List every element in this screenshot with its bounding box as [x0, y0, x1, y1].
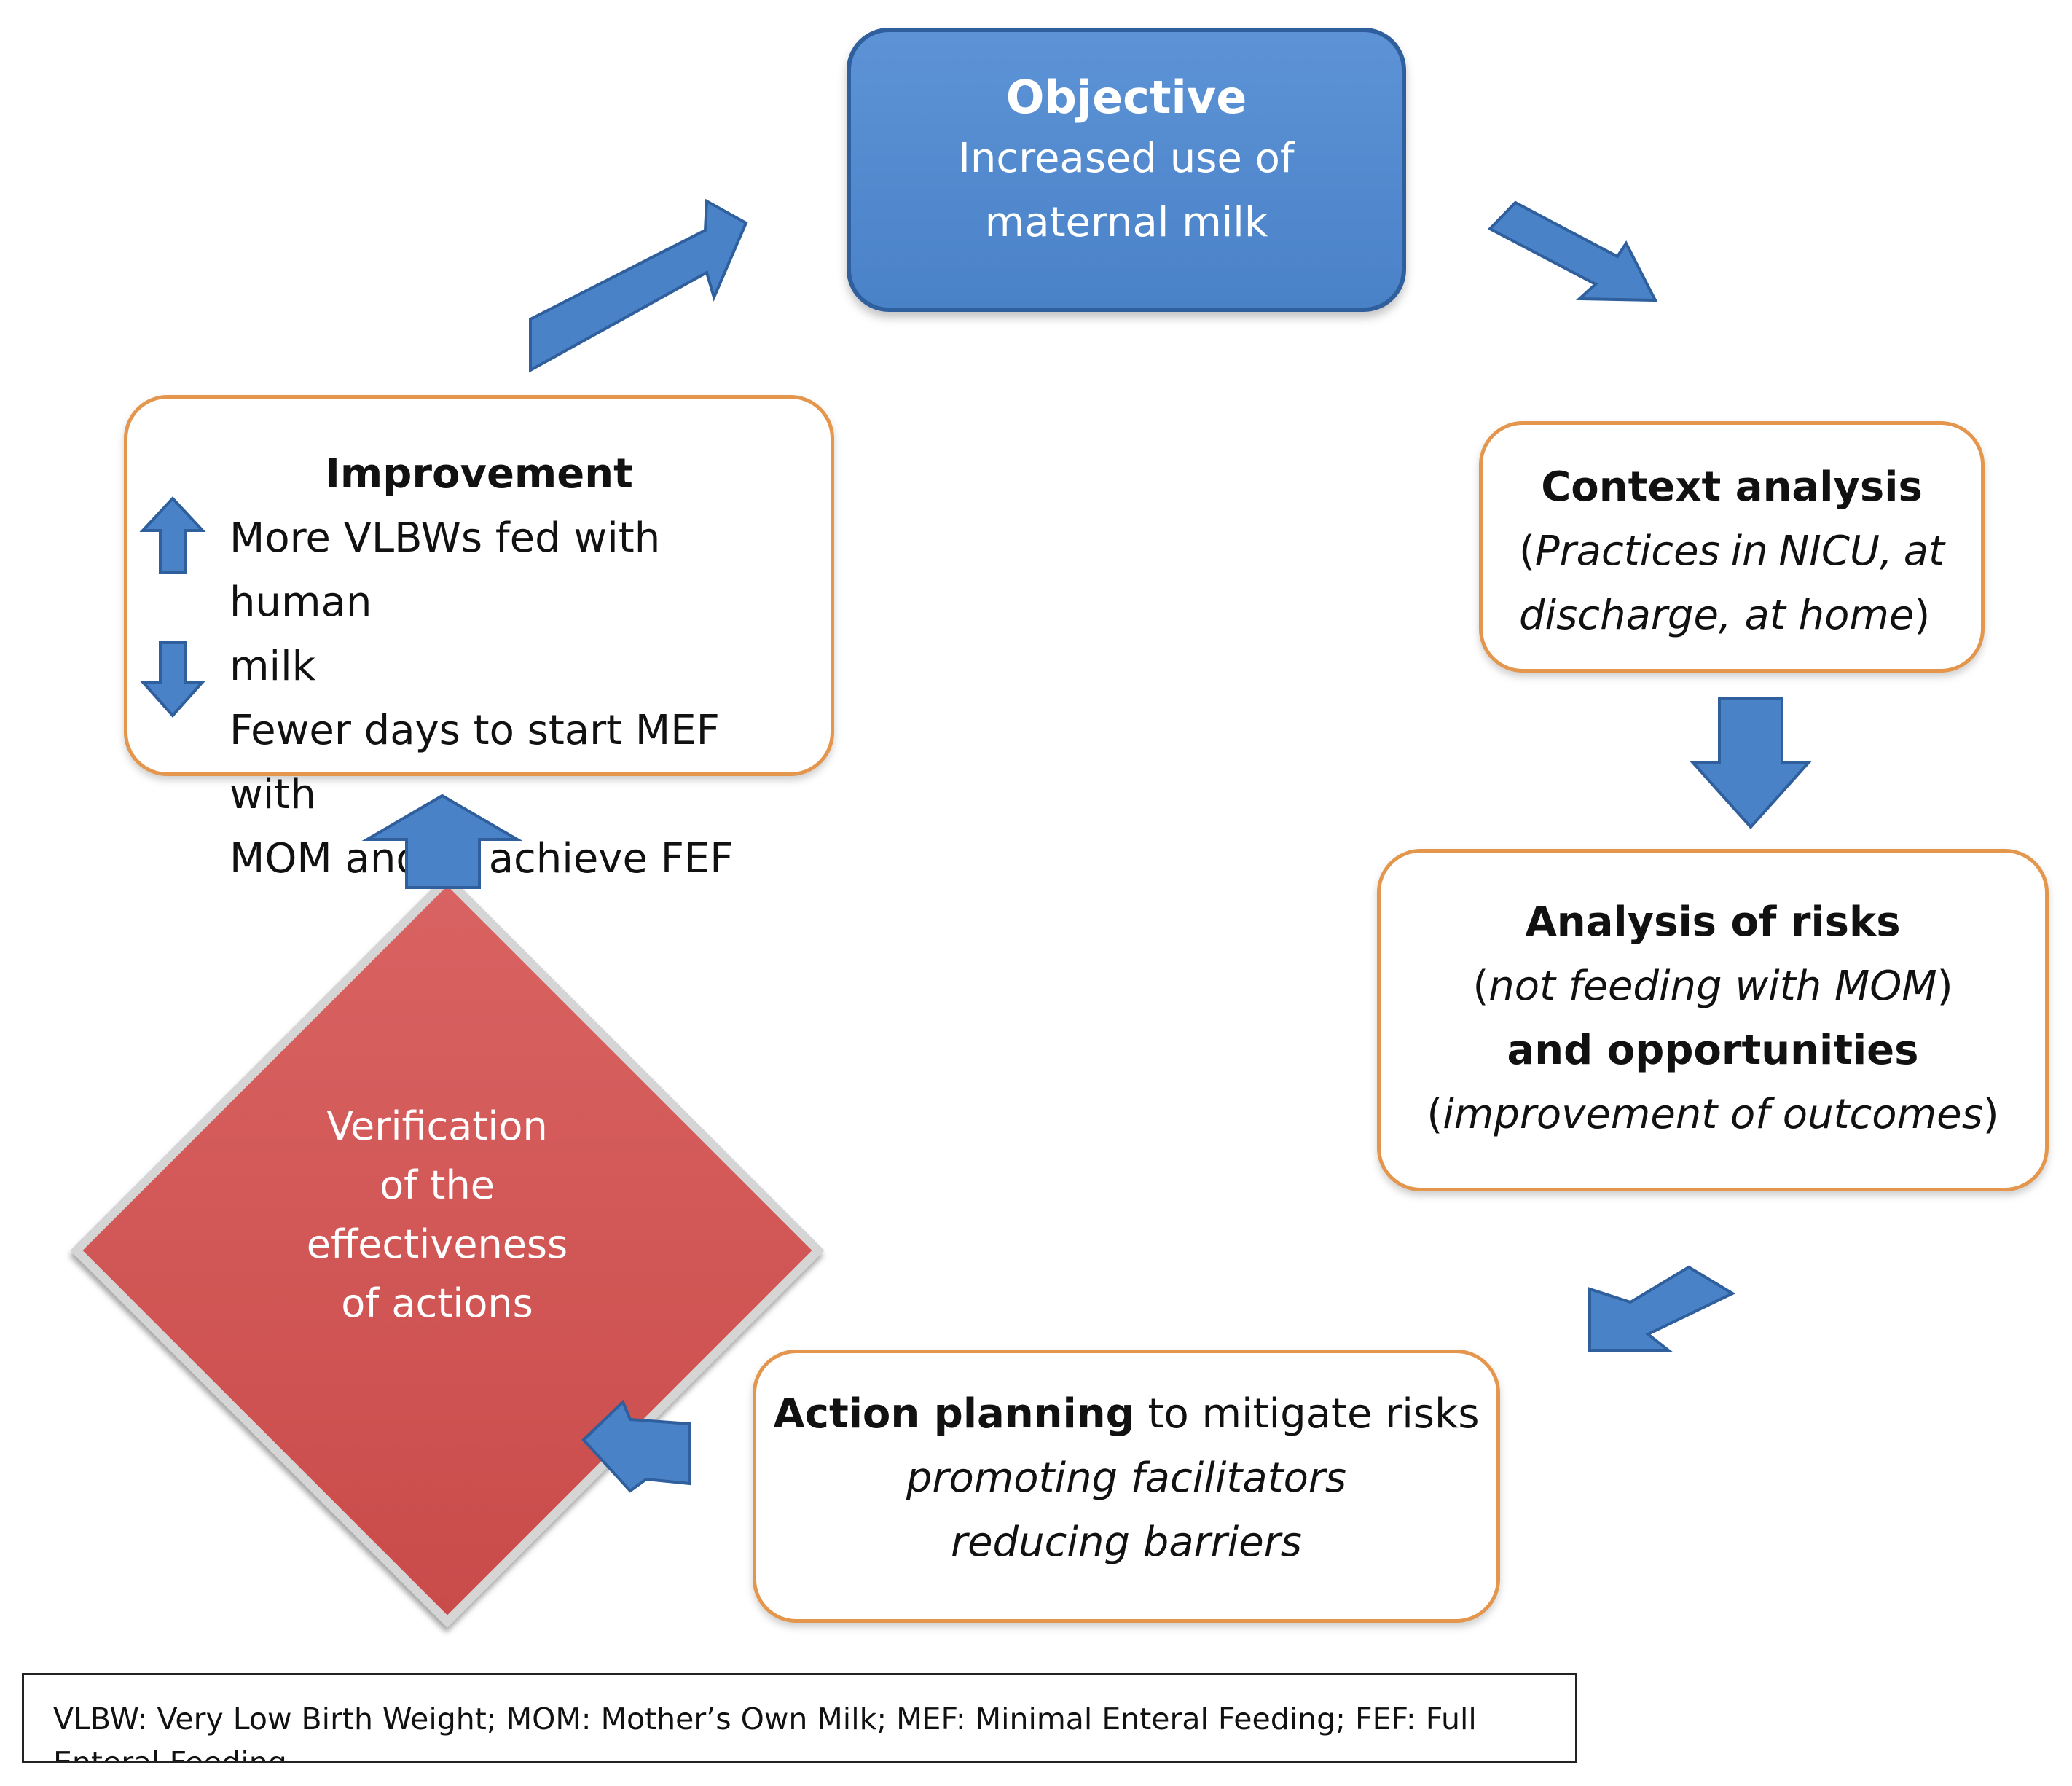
verification-line-1: Verification: [326, 1103, 548, 1149]
context-word-at: at: [1903, 528, 1945, 575]
action-title-rest: to mitigate risks: [1134, 1390, 1480, 1438]
action-line-2: promoting facilitators: [906, 1454, 1347, 1502]
verification-line-2: of the: [380, 1162, 495, 1208]
action-line-3: reducing barriers: [951, 1519, 1302, 1566]
context-line-2-text: discharge, at home: [1519, 592, 1915, 639]
context-word-nicu: NICU,: [1778, 528, 1893, 575]
context-title: Context analysis: [1541, 463, 1923, 511]
action-planning-box: Action planning to mitigate risks promot…: [753, 1350, 1500, 1623]
risks-sub-2-text: improvement of outcomes: [1443, 1091, 1983, 1138]
arrow-improvement-to-objective: [529, 198, 748, 373]
arrow-objective-to-context: [1487, 200, 1658, 302]
verification-line-4: of actions: [341, 1280, 533, 1326]
opportunities-title: and opportunities: [1507, 1027, 1919, 1074]
footnote-text: VLBW: Very Low Birth Weight; MOM: Mother…: [53, 1701, 1477, 1763]
arrow-verification-to-improvement: [361, 794, 523, 889]
context-paren-close: ): [1914, 592, 1931, 639]
up-arrow-icon: [139, 496, 206, 574]
context-word-practices: Practices: [1534, 528, 1720, 575]
objective-box: Objective Increased use of maternal milk: [847, 28, 1406, 312]
action-title: Action planning: [773, 1390, 1135, 1438]
context-analysis-box: Context analysis (Practices in NICU, at …: [1479, 421, 1985, 673]
arrow-risks-to-action: [1588, 1265, 1736, 1352]
risks-opportunities-box: Analysis of risks (not feeding with MOM)…: [1377, 849, 2049, 1191]
improvement-title: Improvement: [325, 450, 633, 498]
improvement-box: Improvement More VLBWs fed with human mi…: [124, 395, 834, 882]
improvement-item-1-line-1: More VLBWs fed with human: [229, 514, 661, 626]
risks-sub-1-text: not feeding with MOM: [1488, 963, 1937, 1010]
context-line-2: discharge, at home): [1519, 584, 1945, 648]
verification-text: Verification of the effectiveness of act…: [219, 1097, 656, 1388]
objective-title: Objective: [1005, 71, 1247, 124]
down-arrow-icon: [139, 641, 206, 718]
improvement-item-2-line-1: Fewer days to start MEF with: [229, 707, 720, 818]
arrow-context-to-risks: [1690, 697, 1812, 829]
risks-sub-2: (improvement of outcomes): [1427, 1091, 1999, 1138]
risks-sub-1: (not feeding with MOM): [1472, 963, 1953, 1010]
objective-line-2: maternal milk: [984, 199, 1268, 246]
context-word-in: in: [1730, 528, 1768, 575]
objective-line-1: Increased use of: [958, 135, 1295, 182]
improvement-item-1-line-2: milk: [229, 643, 316, 690]
abbreviations-footnote: VLBW: Very Low Birth Weight; MOM: Mother…: [22, 1673, 1577, 1763]
context-paren-open: (: [1519, 528, 1535, 575]
context-line-1: (Practices in NICU, at: [1519, 520, 1945, 584]
improvement-item-2-line-2: MOM and to achieve FEF: [229, 835, 734, 882]
verification-line-3: effectiveness: [306, 1221, 568, 1267]
action-line-1: Action planning to mitigate risks: [756, 1382, 1496, 1446]
arrow-action-to-verification: [581, 1399, 691, 1493]
risks-title: Analysis of risks: [1525, 898, 1901, 946]
